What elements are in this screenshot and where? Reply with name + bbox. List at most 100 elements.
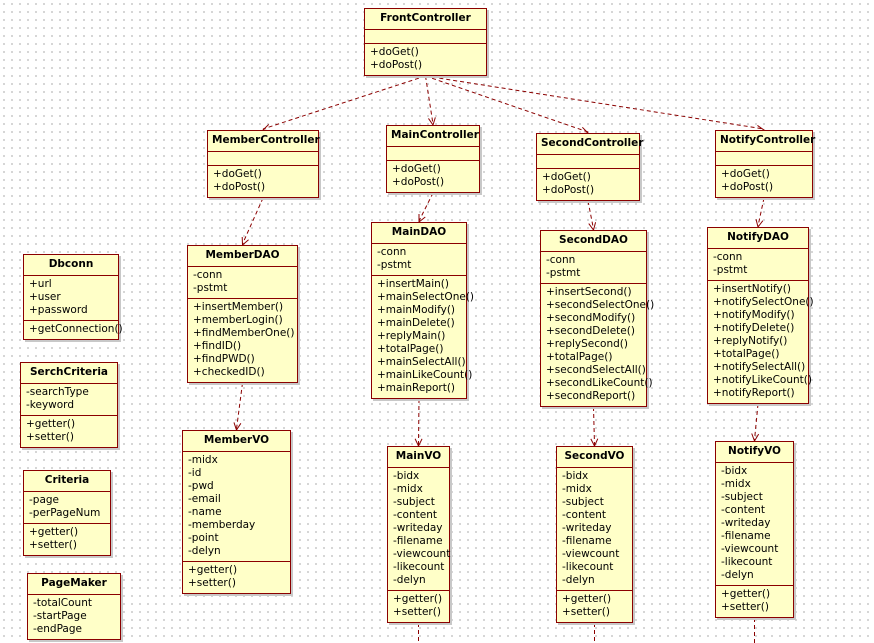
dependency-line-mc-md [242, 197, 264, 245]
class-name: NotifyController [720, 134, 816, 146]
attribute: -subject [721, 491, 763, 503]
class-attributes [537, 154, 639, 168]
class-operations: +insertSecond()+secondSelectOne()+second… [541, 283, 654, 406]
class-operations: +getter()+setter() [21, 415, 117, 447]
class-name: NotifyDAO [727, 231, 789, 243]
class-attributes [387, 146, 479, 160]
class-operations: +getter()+setter() [183, 561, 290, 593]
operation: +getter() [29, 526, 79, 538]
attribute: -writeday [393, 522, 443, 534]
class-attributes: -page-perPageNum [24, 491, 110, 523]
class-operations: +insertNotify()+notifySelectOne()+notify… [708, 280, 814, 403]
attribute: -totalCount [33, 597, 92, 609]
arrow-head-md-mv [233, 422, 242, 432]
attribute: -memberday [188, 519, 256, 531]
class-name: SecondVO [564, 450, 625, 462]
operation: +doPost() [213, 181, 266, 193]
attribute: -delyn [721, 569, 754, 581]
attribute: -filename [562, 535, 612, 547]
class-box-nc[interactable]: NotifyController+doGet()+doPost() [715, 130, 816, 198]
class-name: SecondDAO [559, 234, 628, 246]
dependency-line-mnc-mnd [418, 192, 434, 222]
operation: +totalPage() [377, 343, 444, 355]
class-box-sd[interactable]: SecondDAO-conn-pstmt+insertSecond()+seco… [540, 230, 654, 407]
operation: +getter() [721, 588, 771, 600]
attribute: -page [29, 494, 60, 506]
attribute: -delyn [188, 545, 221, 557]
operation: +doPost() [370, 59, 423, 71]
class-box-mc[interactable]: MemberController+doGet()+doPost() [207, 130, 320, 198]
class-box-mv[interactable]: MemberVO-midx-id-pwd-email-name-memberda… [182, 430, 291, 594]
attribute: -conn [713, 251, 743, 263]
dependency-line-fc-sc [425, 75, 589, 133]
class-attributes: -conn-pstmt [372, 243, 466, 275]
class-box-db[interactable]: Dbconn+url+user+password+getConnection() [23, 254, 123, 340]
operation: +secondReport() [546, 390, 636, 402]
attribute: -pwd [188, 480, 214, 492]
class-operations: +doGet()+doPost() [208, 165, 318, 197]
operation: +mainDelete() [377, 317, 455, 329]
attribute: -keyword [26, 399, 74, 411]
class-name: SecondController [541, 137, 644, 149]
operation: +mainSelectOne() [377, 291, 474, 303]
operation: +getter() [393, 593, 443, 605]
class-name: FrontController [380, 12, 471, 24]
class-box-pm[interactable]: PageMaker-totalCount-startPage-endPage [27, 573, 121, 640]
attribute: -delyn [562, 574, 595, 586]
dependency-line-mnd-mnv [418, 398, 420, 446]
operation: +setter() [721, 601, 769, 613]
class-name: NotifyVO [728, 445, 781, 457]
class-box-mnv[interactable]: MainVO-bidx-midx-subject-content-writeda… [387, 446, 450, 623]
dependency-line-nd-nv [754, 403, 759, 441]
operation: +getter() [188, 564, 238, 576]
operation: +replyNotify() [713, 335, 788, 347]
class-operations: +getter()+setter() [557, 590, 632, 622]
class-box-sc[interactable]: SecondController+doGet()+doPost() [536, 133, 644, 201]
class-box-cr[interactable]: Criteria-page-perPageNum+getter()+setter… [23, 470, 111, 556]
operation: +notifyReport() [713, 387, 795, 399]
operation: +mainSelectAll() [377, 356, 466, 368]
attribute: -perPageNum [29, 507, 101, 519]
attribute: -likecount [721, 556, 773, 568]
class-operations: +insertMember()+memberLogin()+findMember… [188, 298, 297, 382]
operation: +getConnection() [29, 323, 123, 335]
dependency-line-fc-mc [262, 75, 426, 130]
class-attributes: -bidx-midx-subject-content-writeday-file… [557, 467, 632, 590]
class-box-sv[interactable]: SecondVO -bidx-midx-subject-content-write… [556, 446, 633, 623]
class-box-nd[interactable]: NotifyDAO-conn-pstmt+insertNotify()+noti… [707, 227, 814, 404]
attribute: -likecount [562, 561, 614, 573]
operation: +totalPage() [713, 348, 780, 360]
class-operations: +getter()+setter() [24, 523, 110, 555]
attribute: -content [721, 504, 765, 516]
operation: +doGet() [213, 168, 262, 180]
operation: +doPost() [392, 176, 445, 188]
class-operations: +getter()+setter() [716, 585, 793, 617]
class-box-scr[interactable]: SerchCriteria-searchType-keyword+getter(… [20, 362, 118, 448]
attribute: -pstmt [193, 282, 228, 294]
operation: +setter() [562, 606, 610, 618]
class-name: SerchCriteria [29, 366, 109, 378]
attribute: -writeday [721, 517, 771, 529]
class-box-md[interactable]: MemberDAO-conn-pstmt+insertMember()+memb… [187, 245, 298, 383]
class-name: MainVO [395, 450, 442, 462]
operation: +getter() [26, 418, 76, 430]
operation: +findID() [193, 340, 242, 352]
operation: +doGet() [392, 163, 441, 175]
operation: +setter() [29, 539, 77, 551]
attribute: -subject [562, 496, 604, 508]
operation: +findMemberOne() [193, 327, 295, 339]
attribute: -midx [562, 483, 592, 495]
operation: +doPost() [542, 184, 595, 196]
class-box-fc[interactable]: FrontController+doGet()+doPost() [364, 8, 487, 76]
class-box-mnc[interactable]: MainController+doGet()+doPost() [386, 125, 480, 193]
class-attributes: +url+user+password [24, 275, 118, 320]
class-operations: +getter()+setter() [388, 590, 449, 622]
attribute: -name [188, 506, 222, 518]
operation: +replyMain() [377, 330, 446, 342]
operation: +memberLogin() [193, 314, 283, 326]
class-box-nv[interactable]: NotifyVO-bidx-midx-subject-content-write… [715, 441, 794, 618]
class-box-mnd[interactable]: MainDAO-conn-pstmt+insertMain()+mainSele… [371, 222, 474, 399]
dependency-line-md-mv [236, 382, 243, 430]
class-name: MemberVO [203, 434, 270, 446]
operation: +mainLikeCount() [377, 369, 473, 381]
